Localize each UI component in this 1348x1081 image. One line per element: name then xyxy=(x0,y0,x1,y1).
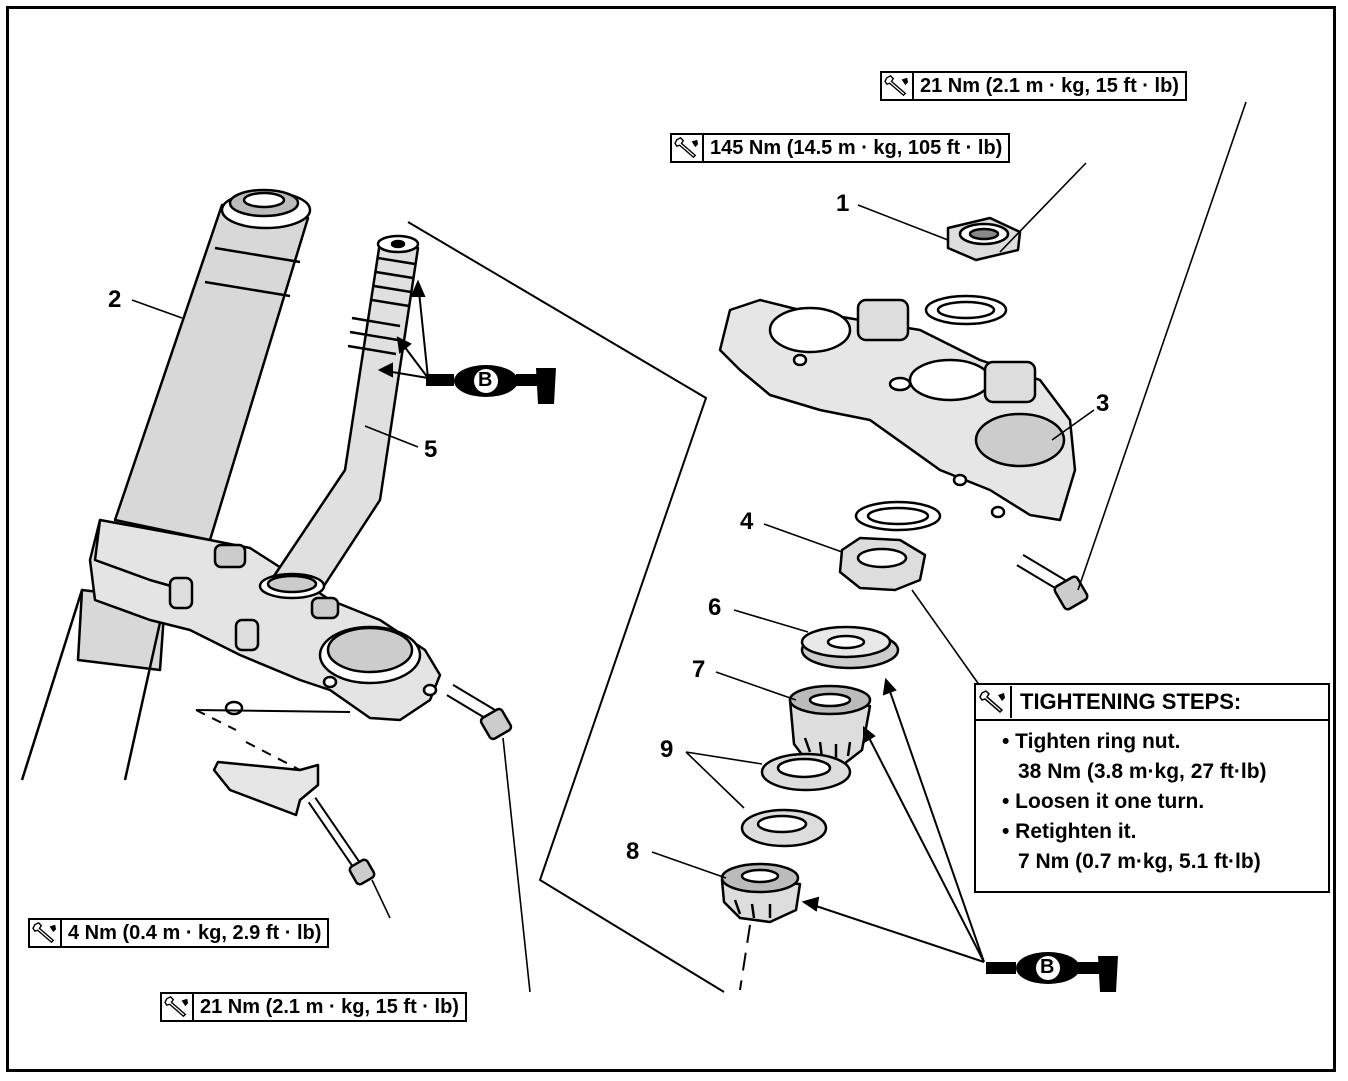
step-1: • Tighten ring nut. xyxy=(1002,730,1181,753)
upper-bearing xyxy=(788,684,872,766)
torque-label-lower-bolt: 21 Nm (2.1 m · kg, 15 ft · lb) xyxy=(160,992,467,1022)
callout-6: 6 xyxy=(708,594,722,621)
tightening-steps-header: TIGHTENING STEPS: xyxy=(976,685,1328,721)
step-2: • Loosen it one turn. xyxy=(1002,790,1205,813)
fork-tube xyxy=(20,188,312,781)
step-1-value: 38 Nm (3.8 m·kg, 27 ft·lb) xyxy=(1018,760,1267,783)
callout-4: 4 xyxy=(740,508,754,535)
upper-pinch-bolt xyxy=(1016,553,1089,611)
torque-label-small-bolt: 4 Nm (0.4 m · kg, 2.9 ft · lb) xyxy=(28,918,330,948)
diagram-frame xyxy=(6,6,1336,1072)
lower-bearing xyxy=(720,862,802,924)
torque-wrench-icon xyxy=(30,920,62,946)
bearing-cover xyxy=(800,625,900,670)
torque-label-steering-nut: 145 Nm (14.5 m · kg, 105 ft · lb) xyxy=(670,133,1011,163)
torque-wrench-icon xyxy=(672,135,704,161)
steering-stem xyxy=(258,234,420,600)
step-3-value: 7 Nm (0.7 m·kg, 5.1 ft·lb) xyxy=(1018,850,1261,873)
steering-nut xyxy=(946,216,1022,262)
grease-gun-icon xyxy=(426,365,556,404)
ring-nut xyxy=(838,536,927,592)
callout-2: 2 xyxy=(108,286,122,313)
leader-lines xyxy=(131,101,1247,993)
bearing-race-lower xyxy=(740,808,828,848)
callout-5: 5 xyxy=(424,436,438,463)
torque-label-top-bolt: 21 Nm (2.1 m · kg, 15 ft · lb) xyxy=(880,71,1187,101)
grease-letter: B xyxy=(478,369,493,391)
callout-7: 7 xyxy=(692,656,706,683)
grease-gun-icon xyxy=(986,952,1118,992)
callout-9: 9 xyxy=(660,736,674,763)
grease-arrows-upper xyxy=(377,279,429,379)
callout-1: 1 xyxy=(836,190,850,217)
callout-3: 3 xyxy=(1096,390,1110,417)
tightening-steps-box: TIGHTENING STEPS: • Tighten ring nut. 38… xyxy=(974,683,1330,893)
pinch-bolt xyxy=(446,683,513,741)
torque-wrench-icon xyxy=(882,73,914,99)
cable-guide xyxy=(212,700,376,886)
grease-arrows-lower xyxy=(801,677,985,963)
grease-letter: B xyxy=(1040,956,1055,978)
bearing-race-upper xyxy=(760,752,852,792)
torque-wrench-icon xyxy=(976,686,1012,718)
assembly-lines xyxy=(195,221,751,993)
callout-8: 8 xyxy=(626,838,640,865)
tightening-steps-title: TIGHTENING STEPS: xyxy=(1020,689,1242,714)
torque-wrench-icon xyxy=(162,994,194,1020)
lower-bracket xyxy=(88,518,442,722)
upper-bracket xyxy=(718,298,1077,522)
step-3: • Retighten it. xyxy=(1002,820,1137,843)
